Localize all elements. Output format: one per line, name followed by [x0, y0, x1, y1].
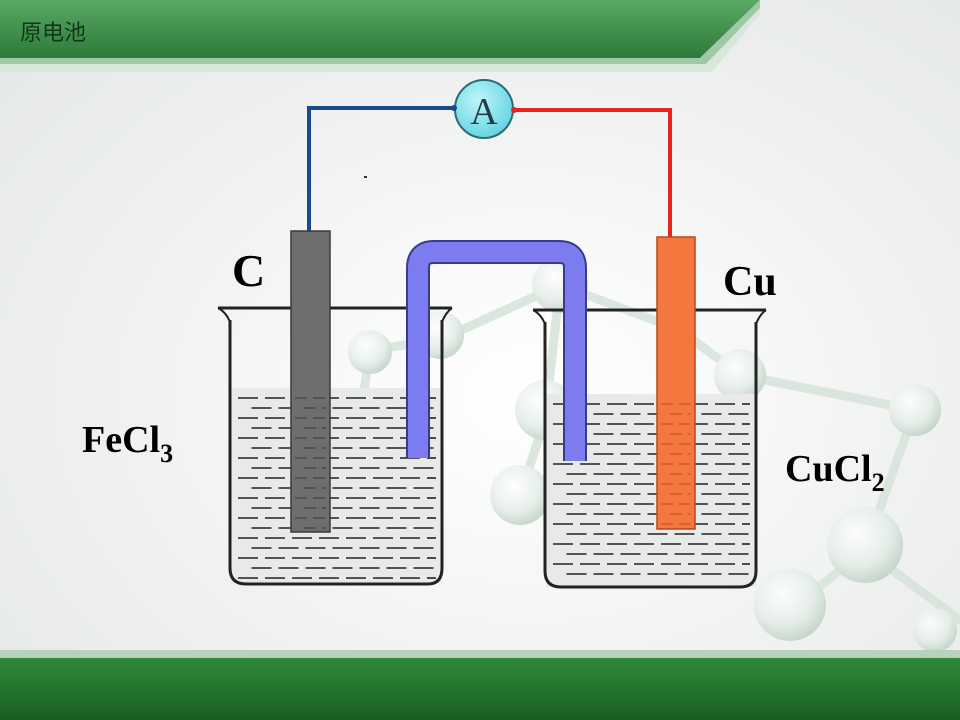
left-electrode-label: C	[232, 245, 265, 296]
salt-bridge	[406, 240, 587, 461]
stray-dot	[364, 176, 367, 178]
left-solution-subscript: 3	[160, 439, 173, 468]
header-bar: 原电池	[0, 0, 760, 72]
footer-bar	[0, 650, 960, 720]
carbon-electrode	[290, 230, 331, 533]
left-solution-formula: FeCl	[82, 419, 160, 461]
left-beaker	[217, 306, 453, 586]
copper-electrode	[656, 236, 696, 530]
wire-right-endpoint	[511, 107, 517, 113]
right-solution-formula: CuCl	[785, 448, 872, 490]
ammeter-label: A	[470, 91, 498, 133]
right-electrode-label: Cu	[723, 259, 777, 305]
right-solution-label: CuCl2	[785, 448, 885, 497]
right-solution-subscript: 2	[872, 468, 885, 497]
left-solution-lines	[238, 397, 436, 579]
left-solution-label: FeCl3	[82, 419, 173, 468]
wire-right	[512, 108, 672, 250]
wire-left	[307, 106, 456, 240]
ammeter: A	[454, 79, 514, 139]
slide-title: 原电池	[20, 21, 86, 46]
wire-left-endpoint	[451, 105, 457, 111]
